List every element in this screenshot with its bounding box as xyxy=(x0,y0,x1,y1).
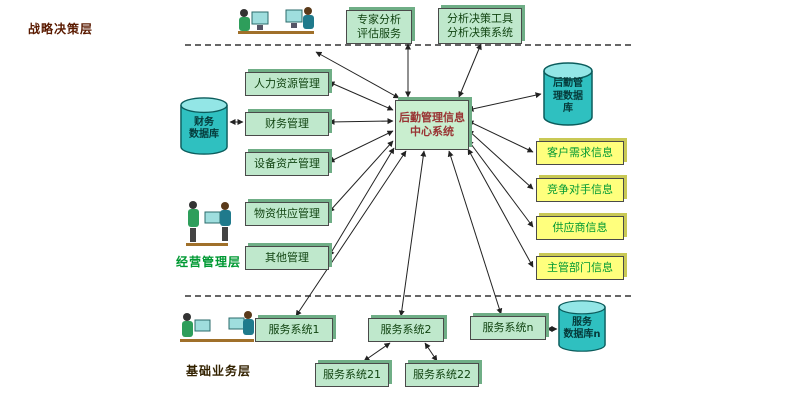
node-service-system-21: 服务系统21 xyxy=(315,363,389,387)
monitor-stand-icon xyxy=(257,25,263,30)
arrow-customer-center xyxy=(467,120,534,153)
node-supply-management: 物资供应管理 xyxy=(245,202,329,226)
database-label: 财务 数据库 xyxy=(189,116,219,141)
node-equipment-management: 设备资产管理 xyxy=(245,152,329,176)
layer-label-strategic: 战略决策层 xyxy=(28,22,94,36)
database-service: 服务 数据库n xyxy=(558,300,606,352)
arrow-finance-center xyxy=(328,118,394,125)
person-icon xyxy=(303,7,314,29)
arrow-service2-service22 xyxy=(424,342,438,362)
node-customer-info: 客户需求信息 xyxy=(536,141,624,165)
node-expert-service: 专家分析 评估服务 xyxy=(346,10,412,44)
node-supplier-info: 供应商信息 xyxy=(536,216,624,240)
database-logistics: 后勤管 理数据 库 xyxy=(543,62,593,126)
node-service-system-n: 服务系统n xyxy=(470,316,546,340)
person-icon xyxy=(239,9,250,31)
arrow-decision-center xyxy=(458,43,482,98)
clipart-strategic-workstations xyxy=(238,7,314,34)
node-authority-info: 主管部门信息 xyxy=(536,256,624,280)
arrow-servicen-center xyxy=(447,150,503,315)
desk-icon xyxy=(238,31,314,34)
monitor-icon xyxy=(228,317,245,330)
arrow-other-center xyxy=(328,147,395,257)
node-hr-management: 人力资源管理 xyxy=(245,72,329,96)
database-label: 服务 数据库n xyxy=(563,316,601,341)
desk-icon xyxy=(180,339,254,342)
database-label: 后勤管 理数据 库 xyxy=(553,78,583,115)
monitor-icon xyxy=(285,9,303,23)
person-icon xyxy=(220,202,231,241)
arrow-service2-center xyxy=(398,150,427,317)
desk-icon xyxy=(186,243,228,246)
node-finance-management: 财务管理 xyxy=(245,112,329,136)
node-other-management: 其他管理 xyxy=(245,246,329,270)
database-cylinder-icon xyxy=(180,97,228,155)
clipart-management-staff xyxy=(186,201,231,246)
arrow-hr-center xyxy=(328,81,394,111)
node-service-system-22: 服务系统22 xyxy=(405,363,479,387)
person-icon xyxy=(243,311,254,335)
clipart-basic-workstations xyxy=(180,311,254,342)
node-decision-system: 分析决策工具 分析决策系统 xyxy=(438,8,522,44)
database-cylinder-icon xyxy=(543,62,593,126)
arrow-competitor-center xyxy=(467,129,534,190)
monitor-icon xyxy=(251,11,269,25)
arrow-service2-service21 xyxy=(363,342,391,362)
node-service-system-1: 服务系统1 xyxy=(255,318,333,342)
node-competitor-info: 竞争对手信息 xyxy=(536,178,624,202)
database-finance: 财务 数据库 xyxy=(180,97,228,155)
node-service-system-2: 服务系统2 xyxy=(368,318,444,342)
layer-label-management: 经营管理层 xyxy=(176,255,242,269)
database-cylinder-icon xyxy=(558,300,606,352)
arrow-authority-center xyxy=(467,148,534,268)
arrow-supply-center xyxy=(328,140,394,213)
monitor-icon xyxy=(204,211,221,224)
arrow-equipment-center xyxy=(328,130,394,163)
monitor-stand-icon xyxy=(291,23,297,28)
monitor-icon xyxy=(194,319,211,332)
person-icon xyxy=(182,313,193,337)
person-icon xyxy=(188,201,199,242)
arrow-supplier-center xyxy=(467,139,534,228)
node-logistics-center-system: 后勤管理信息 中心系统 xyxy=(395,100,469,150)
arrow-logisticsdb-center xyxy=(467,92,542,112)
layer-label-basic: 基础业务层 xyxy=(186,364,252,378)
arrow-service1-center xyxy=(295,150,407,317)
